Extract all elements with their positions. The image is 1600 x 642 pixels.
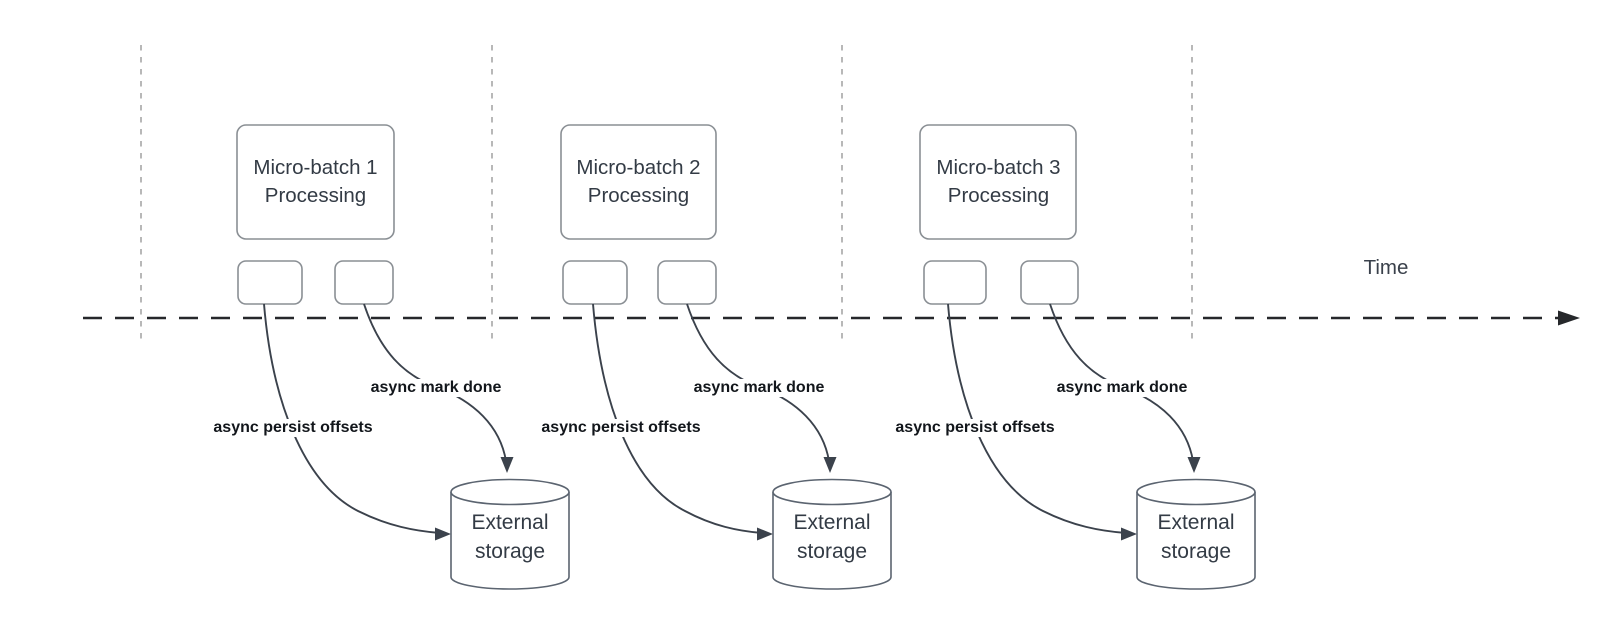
- external-storage-cylinder-top-3: [1136, 478, 1256, 506]
- mark-done-label-3: async mark done: [1053, 379, 1191, 397]
- persist-offsets-label-2: async persist offsets: [538, 419, 704, 437]
- persist-offsets-arrow-3: [947, 303, 1127, 534]
- external-storage-cylinder-top-2: [772, 478, 892, 506]
- micro-batch-2-box: [560, 124, 717, 240]
- persist-offsets-arrowhead-icon-3: [1121, 527, 1137, 541]
- external-storage-label-3: External storage: [1157, 511, 1235, 563]
- mark-done-task-box-1: [334, 260, 394, 305]
- mark-done-label-2: async mark done: [690, 379, 828, 397]
- micro-batch-1-box: [236, 124, 395, 240]
- external-storage-cylinder-top-1: [450, 478, 570, 506]
- persist-offsets-task-box-1: [237, 260, 303, 305]
- persist-offsets-label-3: async persist offsets: [892, 419, 1058, 437]
- persist-offsets-arrow-1: [263, 303, 441, 534]
- external-storage-cylinder-body-3: [1136, 492, 1256, 590]
- persist-offsets-arrowhead-icon-1: [435, 527, 451, 541]
- external-storage-cylinder-body-1: [450, 492, 570, 590]
- micro-batch-3-label: Micro-batch 3 Processing: [936, 155, 1061, 207]
- persist-offsets-task-box-2: [562, 260, 628, 305]
- external-storage-label-2: External storage: [793, 511, 871, 563]
- mark-done-arrowhead-icon-3: [1187, 457, 1201, 473]
- mark-done-label-1: async mark done: [367, 379, 505, 397]
- timeline-arrowhead-icon: [1558, 310, 1580, 326]
- micro-batch-3-box: [919, 124, 1077, 240]
- persist-offsets-arrow-2: [592, 303, 763, 534]
- mark-done-task-box-3: [1020, 260, 1079, 305]
- persist-offsets-label-1: async persist offsets: [210, 419, 376, 437]
- micro-batch-2-label: Micro-batch 2 Processing: [576, 155, 701, 207]
- mark-done-arrowhead-icon-2: [823, 457, 837, 473]
- mark-done-arrowhead-icon-1: [500, 457, 514, 473]
- persist-offsets-task-box-3: [923, 260, 987, 305]
- external-storage-label-1: External storage: [471, 511, 549, 563]
- time-label: Time: [1363, 256, 1409, 279]
- mark-done-task-box-2: [657, 260, 717, 305]
- persist-offsets-arrowhead-icon-2: [757, 527, 773, 541]
- external-storage-cylinder-body-2: [772, 492, 892, 590]
- micro-batch-1-label: Micro-batch 1 Processing: [253, 155, 378, 207]
